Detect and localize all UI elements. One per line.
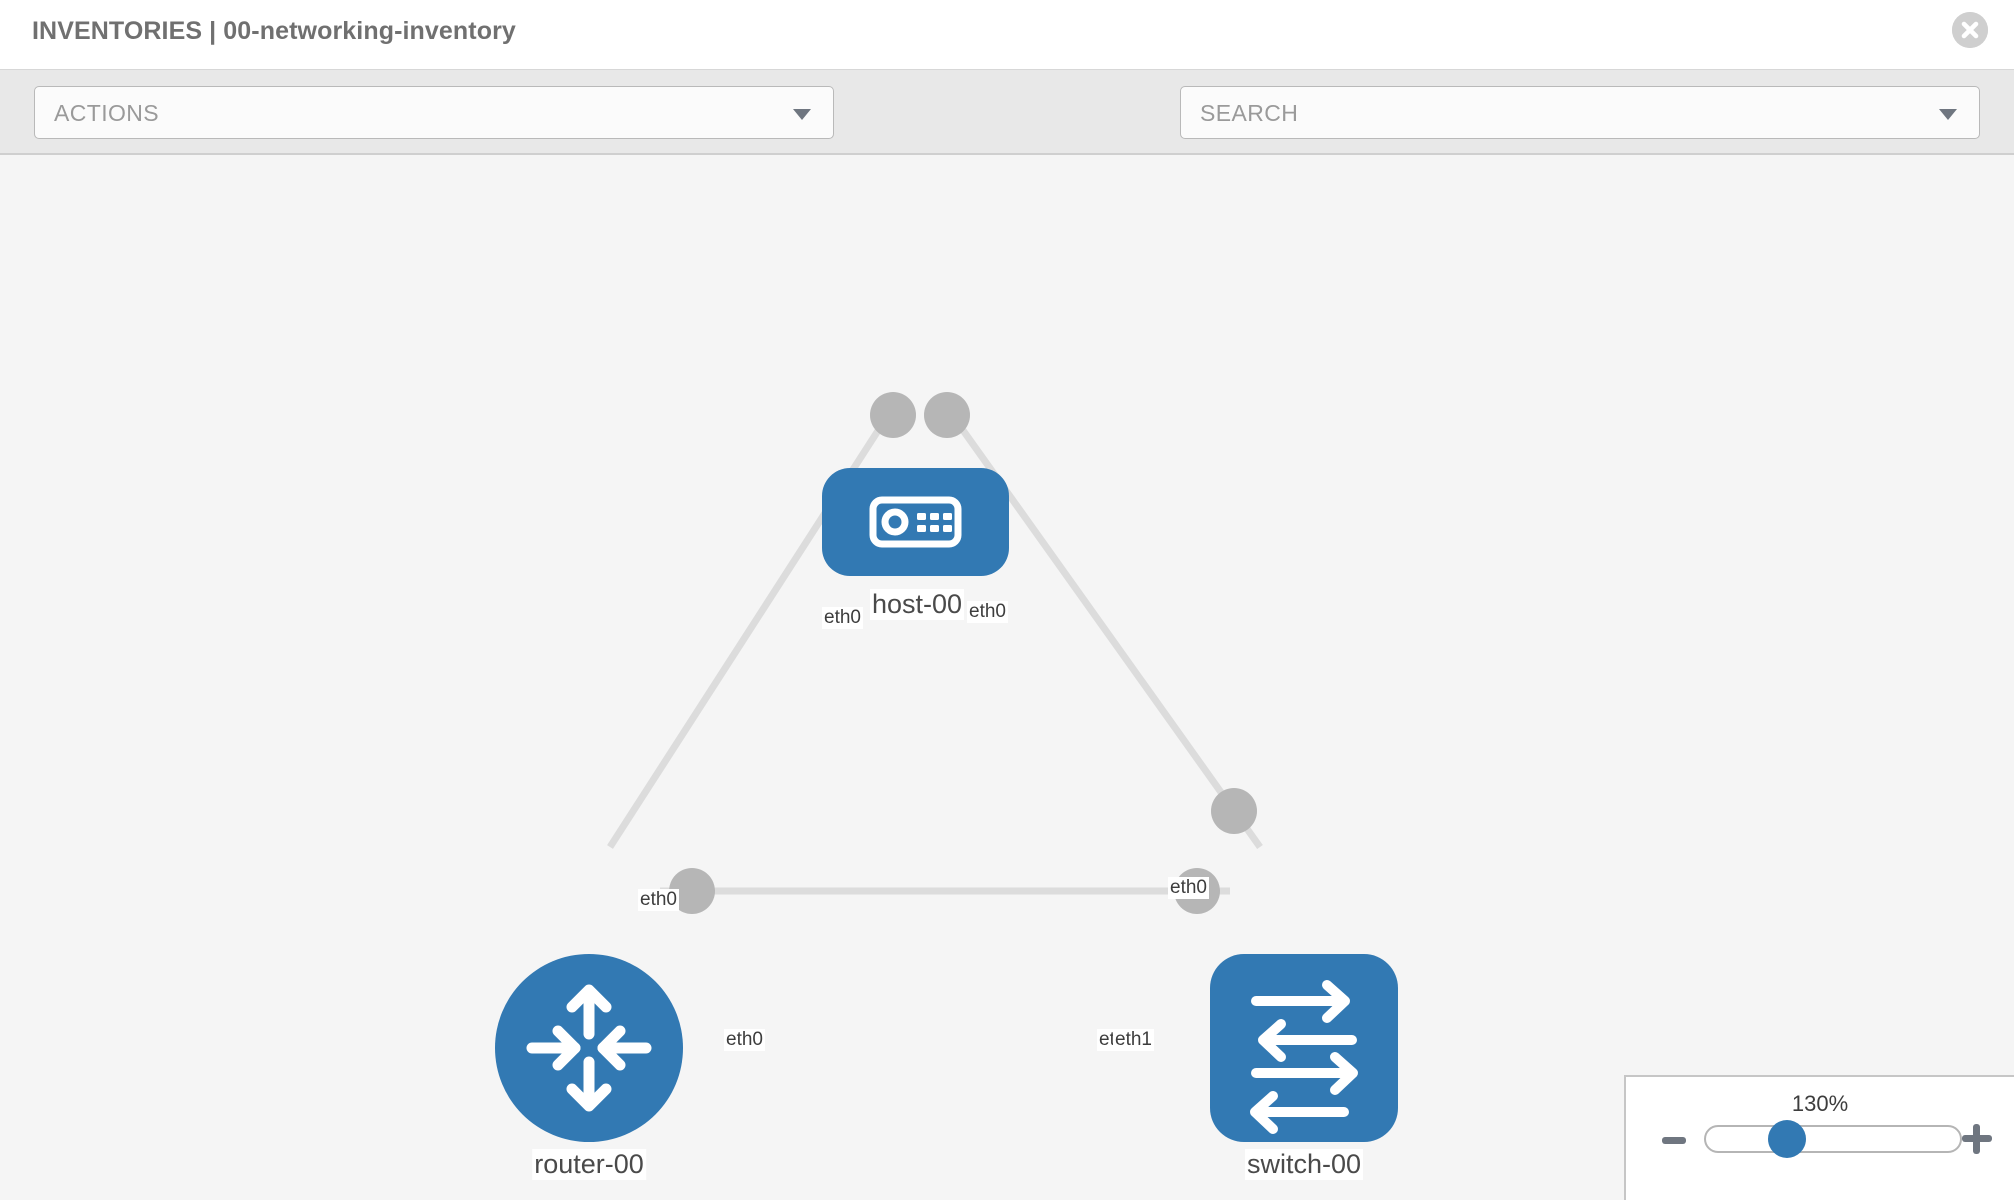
- link-label-host00-router00-source[interactable]: eth0: [822, 607, 863, 629]
- topology-graph: [495, 392, 1398, 1142]
- minus-icon[interactable]: [1662, 1137, 1686, 1144]
- zoom-slider-track[interactable]: [1704, 1125, 1962, 1153]
- interface-host00-right: [924, 392, 970, 438]
- search-placeholder: SEARCH: [1200, 100, 1299, 126]
- interface-switch00-nw: [1211, 788, 1257, 834]
- interface-host00-left: [870, 392, 916, 438]
- link-label-router00-switch00-target[interactable]: eth1: [1113, 1029, 1154, 1051]
- actions-dropdown[interactable]: ACTIONS: [34, 86, 834, 139]
- link-label-host00-switch00-target[interactable]: eth0: [1168, 877, 1209, 899]
- node-label-router-00[interactable]: router-00: [532, 1149, 646, 1180]
- node-host-00: [822, 468, 1009, 576]
- close-icon[interactable]: [1952, 12, 1988, 48]
- page-header: INVENTORIES | 00-networking-inventory: [0, 0, 2014, 70]
- actions-dropdown-label: ACTIONS: [54, 100, 160, 126]
- zoom-level-value: 130%: [1791, 1091, 1849, 1116]
- chevron-down-icon: [793, 109, 811, 120]
- node-label-host-00[interactable]: host-00: [869, 589, 965, 620]
- link-label-host00-switch00-source[interactable]: eth0: [967, 601, 1008, 623]
- node-label-switch-00[interactable]: switch-00: [1244, 1149, 1364, 1180]
- link-label-host00-router00-target[interactable]: eth0: [638, 889, 679, 911]
- link-label-router00-switch00-source[interactable]: eth0: [724, 1029, 765, 1051]
- plus-icon[interactable]: [1962, 1124, 1992, 1154]
- interface-router00-east: [669, 868, 715, 914]
- interface-layer: [669, 392, 1257, 914]
- topology-canvas[interactable]: host-00 router-00 switch-00 eth0 eth0 et…: [0, 157, 2014, 1200]
- switch-icon: [1250, 980, 1358, 1134]
- search-input[interactable]: SEARCH: [1180, 86, 1980, 139]
- chevron-down-icon[interactable]: [1939, 109, 1957, 120]
- router-icon: [526, 984, 652, 1112]
- zoom-panel: 130%: [1624, 1075, 2014, 1200]
- server-icon: [869, 496, 962, 548]
- node-router-00: [495, 954, 683, 1142]
- node-switch-00: [1210, 954, 1398, 1142]
- toolbar: ACTIONS SEARCH: [0, 70, 2014, 198]
- page-title: INVENTORIES | 00-networking-inventory: [32, 17, 516, 45]
- zoom-slider-thumb[interactable]: [1768, 1120, 1806, 1158]
